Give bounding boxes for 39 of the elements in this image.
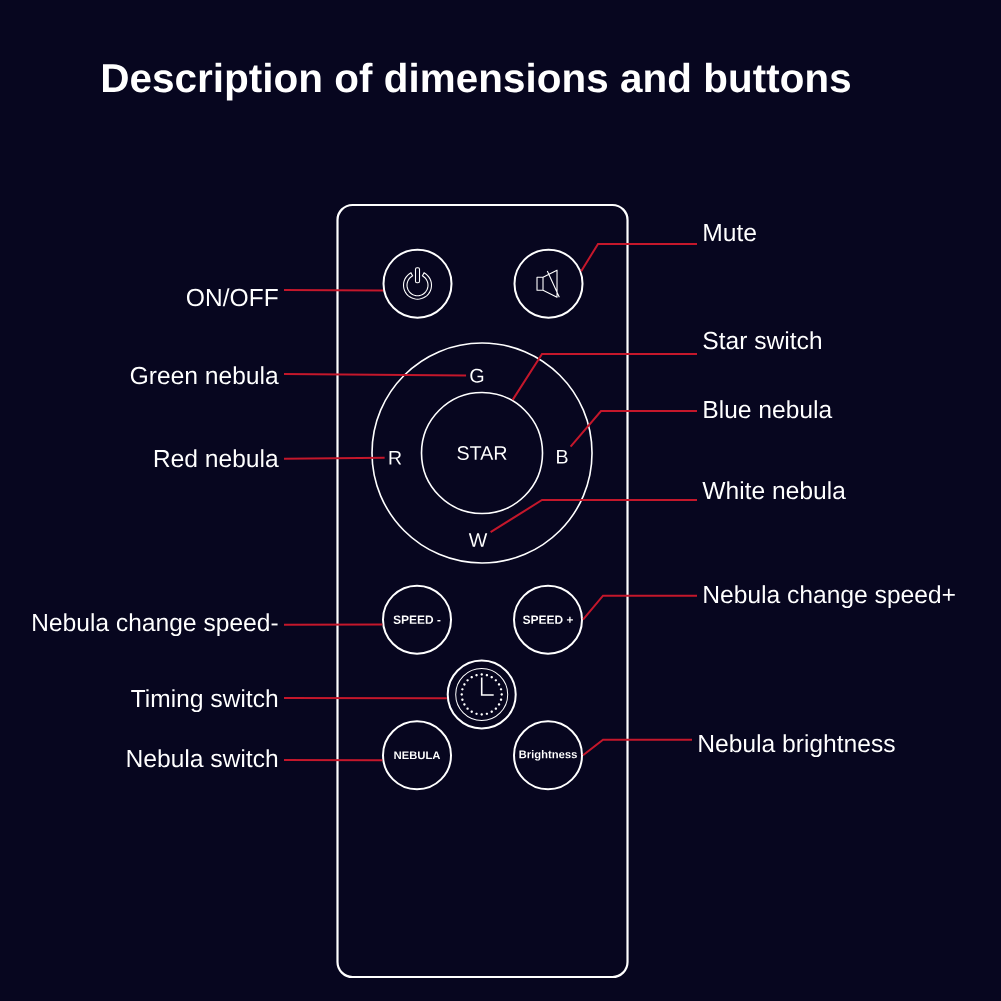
power-button — [382, 248, 453, 319]
round-button: NEBULA — [382, 720, 452, 791]
callout-label: Mute — [704, 224, 756, 242]
callout-label: Nebula change speed- — [33, 613, 278, 637]
callout-label: Timing switch — [131, 689, 278, 713]
leader-line — [580, 243, 698, 273]
callout-label: Red nebula — [154, 449, 279, 468]
callout-label: Nebula switch — [127, 749, 278, 768]
round-button: SPEED + — [513, 584, 583, 655]
callout-label: Green nebula — [130, 366, 279, 385]
leader-line — [569, 410, 698, 448]
leader-line — [283, 373, 468, 377]
callout-label: Nebula brightness — [699, 734, 895, 758]
leader-line — [582, 594, 698, 621]
leader-line — [283, 456, 386, 460]
leader-line — [283, 759, 384, 762]
callout-label: White nebula — [702, 481, 846, 500]
key-letter: R — [389, 450, 402, 465]
round-button: SPEED - — [382, 584, 452, 655]
leader-line — [489, 499, 698, 534]
leader-line — [283, 697, 448, 700]
round-button: Brightness — [513, 720, 583, 791]
title: Description of dimensions and buttons — [103, 62, 850, 101]
key-letter: G — [470, 368, 484, 383]
callout-label: Star switch — [703, 331, 821, 350]
remote-body — [336, 203, 629, 979]
mute-button — [513, 248, 584, 319]
dial-ring — [371, 342, 593, 564]
round-button: STAR — [420, 391, 544, 515]
leader-line — [511, 353, 698, 401]
leader-line — [283, 289, 385, 292]
leader-line — [283, 623, 384, 626]
leader-line — [582, 738, 693, 757]
callout-label: Blue nebula — [704, 400, 833, 419]
callout-label: ON/OFF — [186, 288, 278, 307]
callout-label: Nebula change speed+ — [704, 585, 955, 609]
timer-button — [446, 659, 517, 730]
key-letter: W — [468, 533, 488, 547]
key-letter: B — [557, 449, 568, 464]
